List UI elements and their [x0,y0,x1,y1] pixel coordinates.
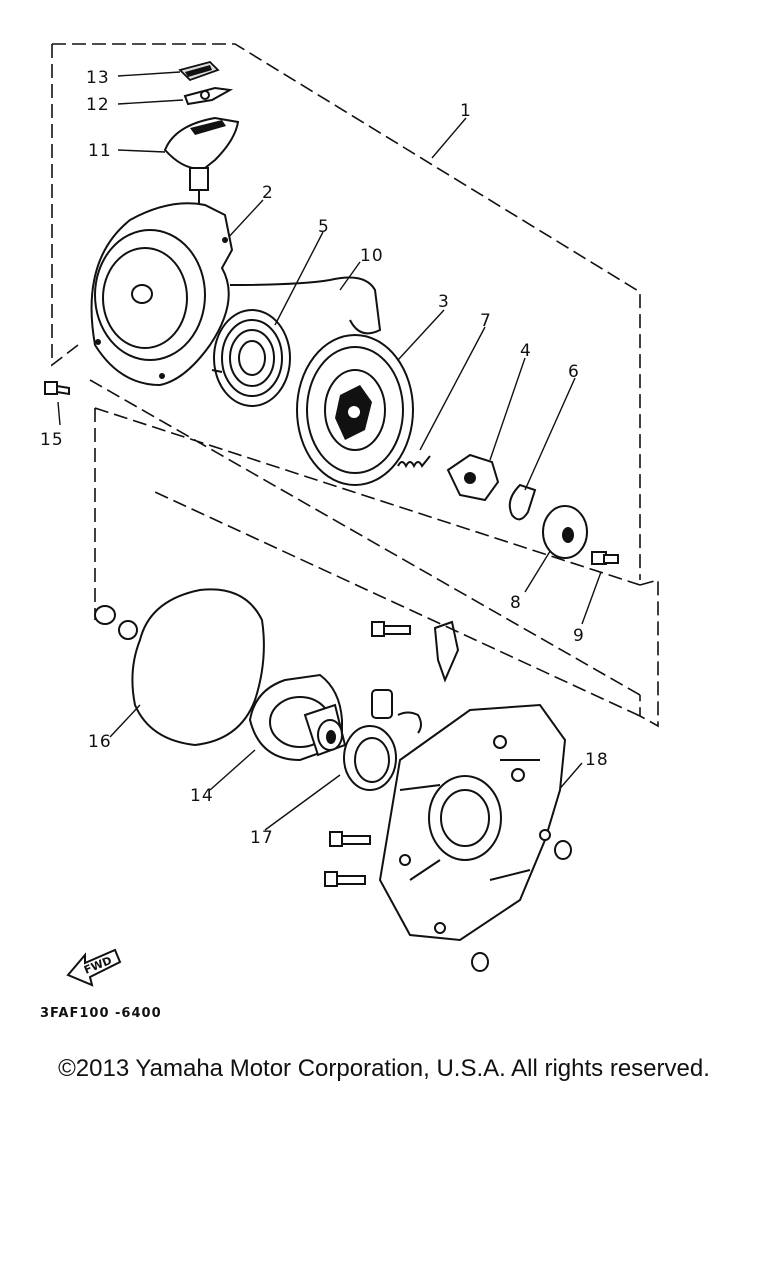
callout-10: 10 [360,246,384,266]
part-12-handle-bracket [183,86,234,106]
exploded-view-svg: FWD 1 2 3 4 5 6 7 8 9 10 11 12 13 14 15 … [40,43,659,1021]
callout-8: 8 [510,593,522,613]
part-3-sheave-drum [296,334,414,486]
callout-9: 9 [573,626,585,646]
callout-18: 18 [585,750,609,770]
small-hardware [324,620,572,972]
part-6-clip [508,483,537,521]
part-17-oil-seal [343,725,397,791]
nut-and-washer [94,605,138,640]
callout-6: 6 [568,362,580,382]
callout-17: 17 [250,828,274,848]
callout-2: 2 [262,183,274,203]
part-10-starter-rope [229,276,382,335]
callout-7: 7 [480,311,492,331]
fwd-arrow-icon: FWD [66,948,122,987]
callout-16: 16 [88,732,112,752]
part-16-gasket [131,588,265,747]
part-13-handle-cap [178,60,220,82]
part-18-case-cover [378,703,567,942]
callout-3: 3 [438,292,450,312]
part-8-washer [542,505,588,559]
callout-12: 12 [86,95,110,115]
callout-1: 1 [460,101,472,121]
copyright-notice: ©2013 Yamaha Motor Corporation, U.S.A. A… [58,1055,710,1082]
assembly-outline [51,43,659,728]
part-9-bolt [591,551,619,565]
part-11-starter-handle [163,116,240,218]
leader-lines [57,71,602,831]
callout-5: 5 [318,217,330,237]
part-15-screw [44,381,70,396]
part-5-spiral-spring [211,309,291,407]
callout-14: 14 [190,786,214,806]
diagram-code: 3FAF100 -6400 [40,1006,162,1021]
part-7-pawl-spring [397,455,431,469]
callout-4: 4 [520,341,532,361]
callout-13: 13 [86,68,110,88]
callout-11: 11 [88,141,112,161]
part-4-drive-pawl [446,453,500,502]
callout-labels: 1 2 3 4 5 6 7 8 9 10 11 12 13 14 15 16 1… [40,68,609,848]
part-2-starter-case [90,202,234,387]
part-14-drive-hub [248,673,347,762]
callout-15: 15 [40,430,64,450]
